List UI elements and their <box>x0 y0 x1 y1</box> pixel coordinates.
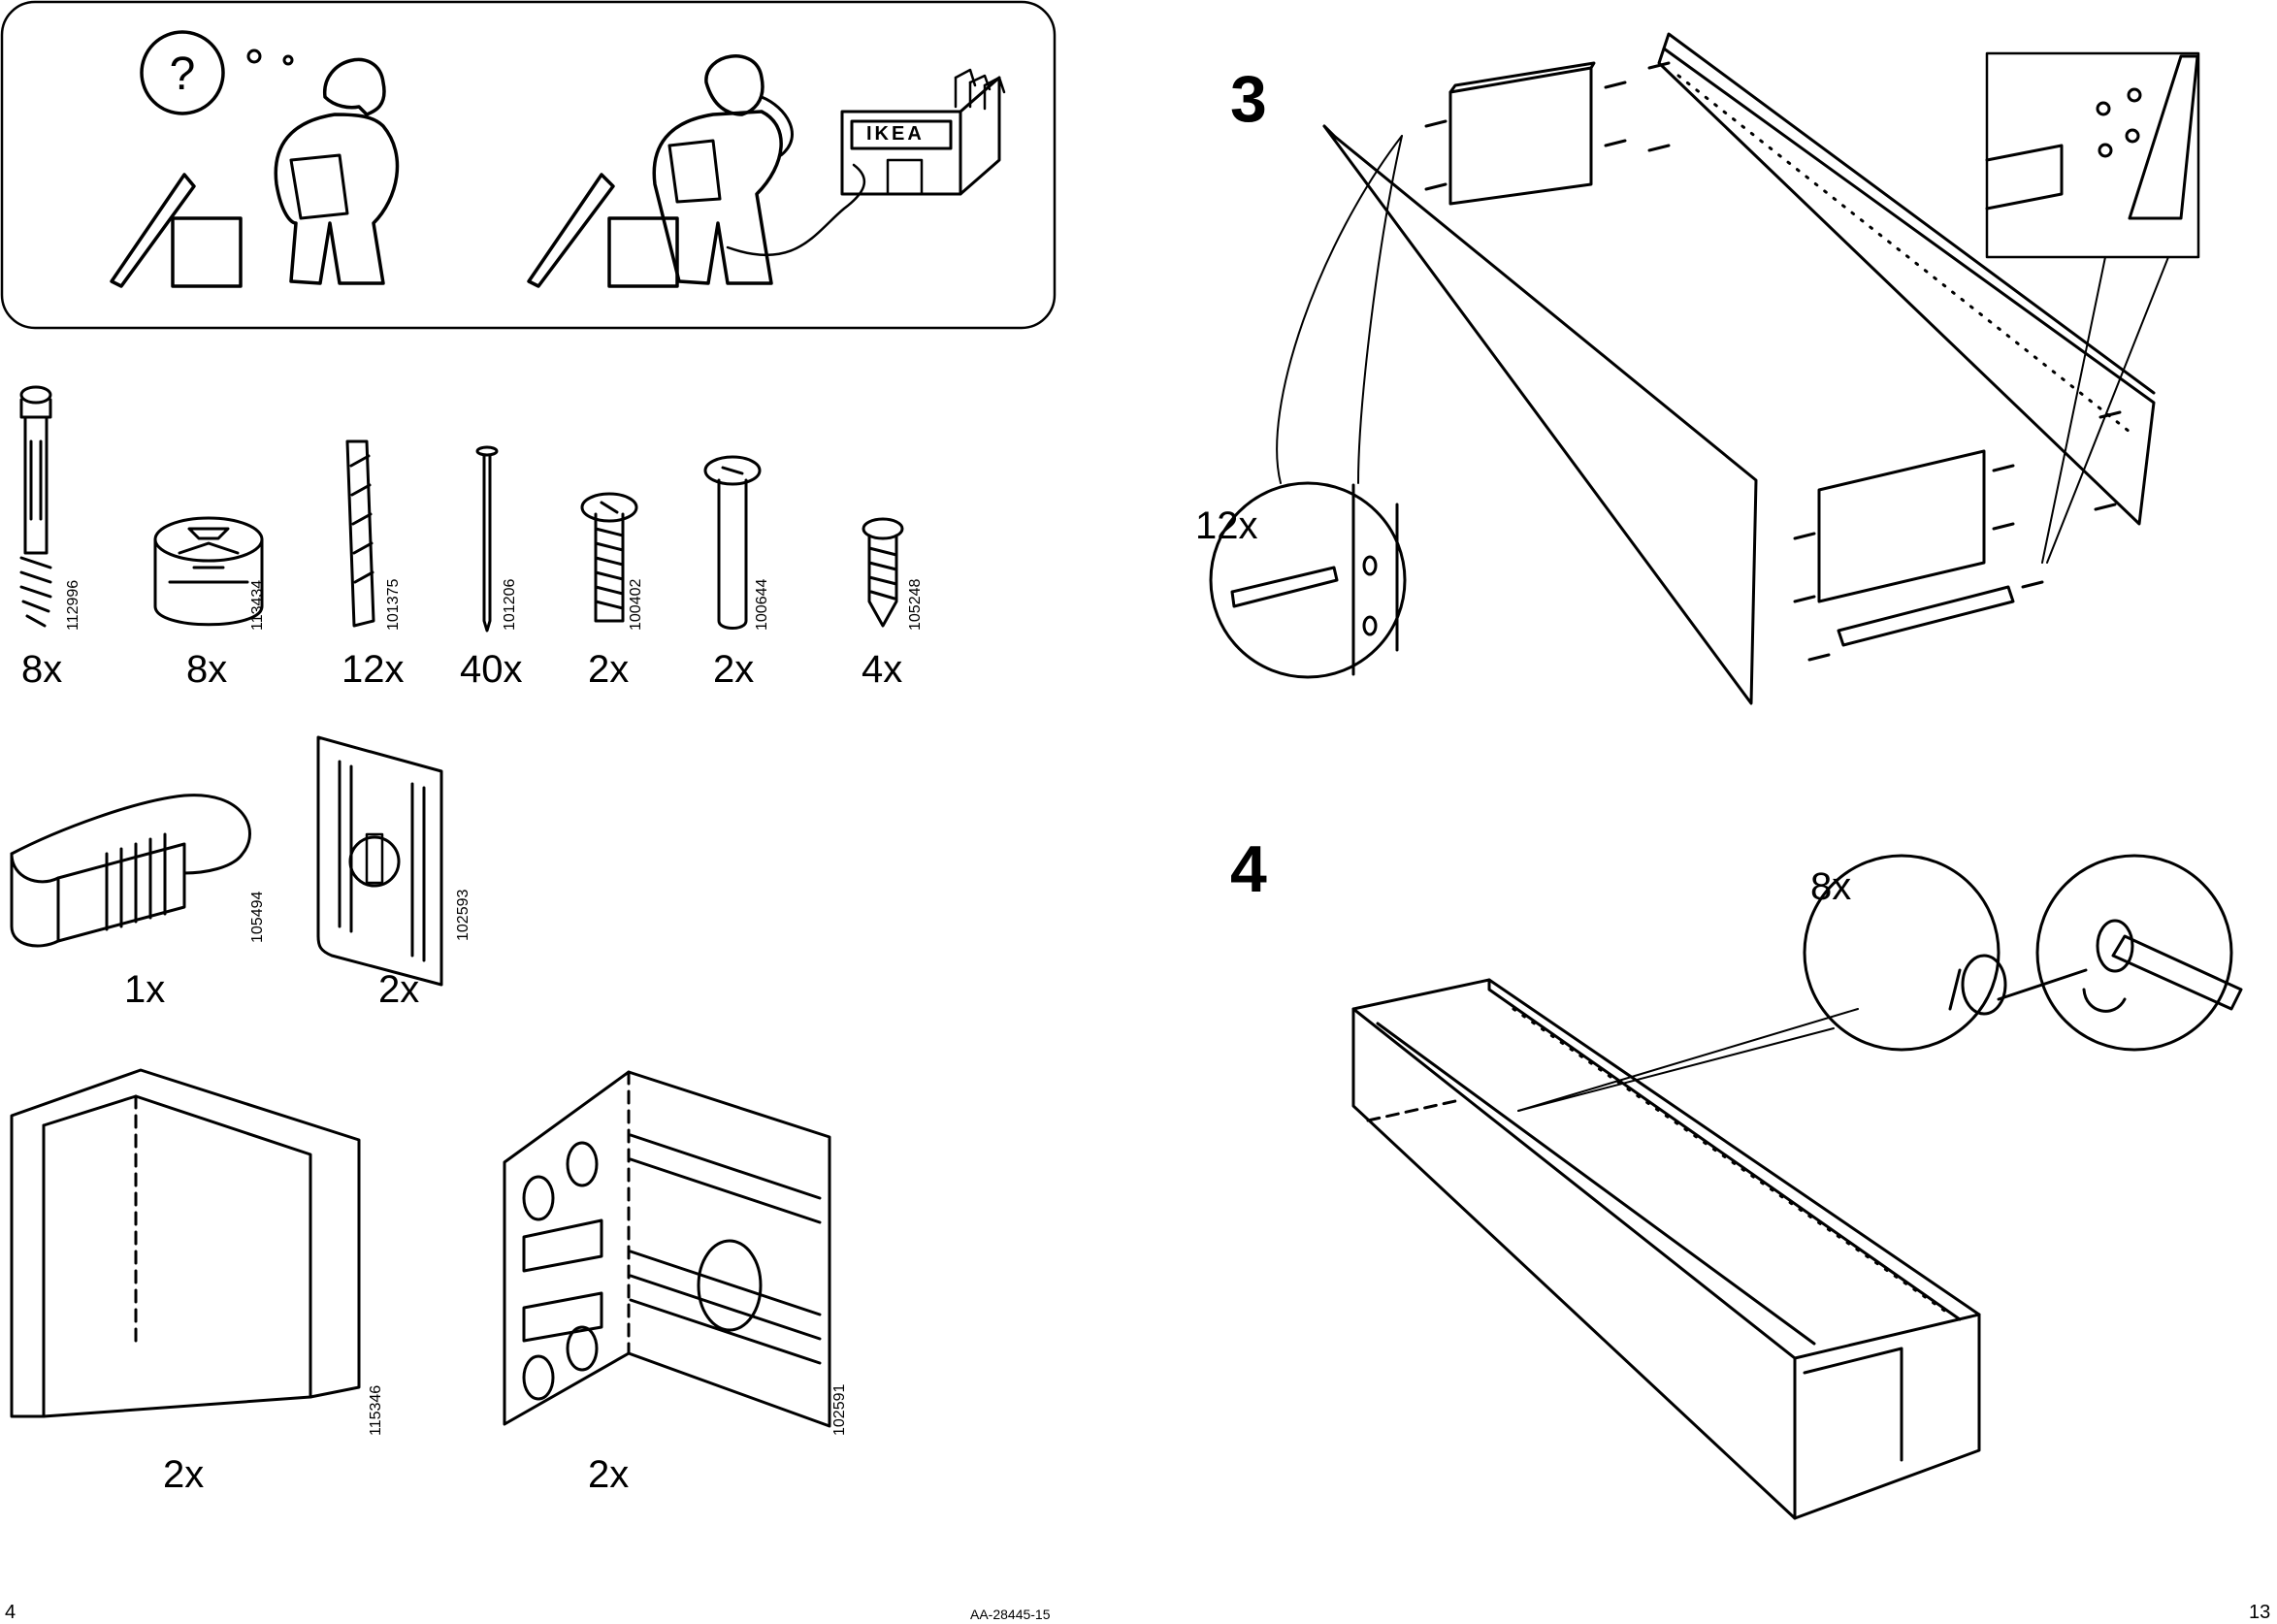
store-sign-label: IKEA <box>866 123 925 145</box>
plastic-clip-icon <box>10 794 251 948</box>
cam-lock-icon <box>153 516 264 627</box>
step-callout-quantity: 8x <box>1810 865 1852 908</box>
corner-bracket-icon <box>503 1070 831 1428</box>
right-page-number: 13 <box>2249 1602 2271 1623</box>
part-code: 101206 <box>502 578 518 631</box>
screw-100402-icon <box>580 492 638 623</box>
screw-105248-icon <box>862 517 904 628</box>
connector-bolt-icon <box>703 455 762 630</box>
part-quantity: 8x <box>21 648 63 691</box>
step-number: 3 <box>1230 62 1267 136</box>
part-quantity: 1x <box>124 968 166 1011</box>
dowel-detail-callout <box>1209 481 1407 679</box>
part-quantity: 2x <box>378 968 420 1011</box>
step-3-diagram <box>1209 32 2200 705</box>
cam-bolt-icon <box>19 385 52 628</box>
part-code: 113434 <box>249 579 266 631</box>
help-panel <box>0 0 1057 330</box>
part-code: 100402 <box>628 578 644 631</box>
corner-block-icon <box>10 1068 361 1418</box>
step-4-diagram <box>1351 854 2243 1520</box>
part-code: 105494 <box>249 891 266 943</box>
part-quantity: 2x <box>713 648 755 691</box>
part-quantity: 40x <box>460 648 523 691</box>
part-quantity: 12x <box>342 648 405 691</box>
part-quantity: 2x <box>163 1453 205 1496</box>
part-quantity: 2x <box>588 1453 630 1496</box>
confused-person-illustration: ? <box>110 30 400 288</box>
step-number: 4 <box>1230 832 1267 906</box>
document-code: AA-28445-15 <box>970 1607 1051 1622</box>
part-code: 100644 <box>754 578 770 631</box>
cam-lock-detail-callout <box>1803 854 2001 1052</box>
part-code: 115346 <box>368 1384 384 1436</box>
part-code: 112996 <box>65 579 81 631</box>
part-code: 102591 <box>831 1383 848 1436</box>
screwdriver-detail-callout <box>2035 854 2233 1052</box>
left-page-number: 4 <box>5 1602 16 1623</box>
part-code: 101375 <box>385 578 402 631</box>
call-store-illustration <box>527 54 1006 288</box>
wooden-dowel-icon <box>345 439 375 628</box>
part-code: 102593 <box>455 889 472 941</box>
part-quantity: 8x <box>186 648 228 691</box>
part-code: 105248 <box>907 578 924 631</box>
step-callout-quantity: 12x <box>1195 504 1258 547</box>
part-quantity: 2x <box>588 648 630 691</box>
question-bubble-icon <box>140 30 225 115</box>
mounting-bracket-icon <box>316 735 443 987</box>
part-quantity: 4x <box>862 648 903 691</box>
svg-text:?: ? <box>170 49 196 100</box>
nail-icon <box>475 445 499 633</box>
cam-detail-inset <box>1985 51 2200 259</box>
